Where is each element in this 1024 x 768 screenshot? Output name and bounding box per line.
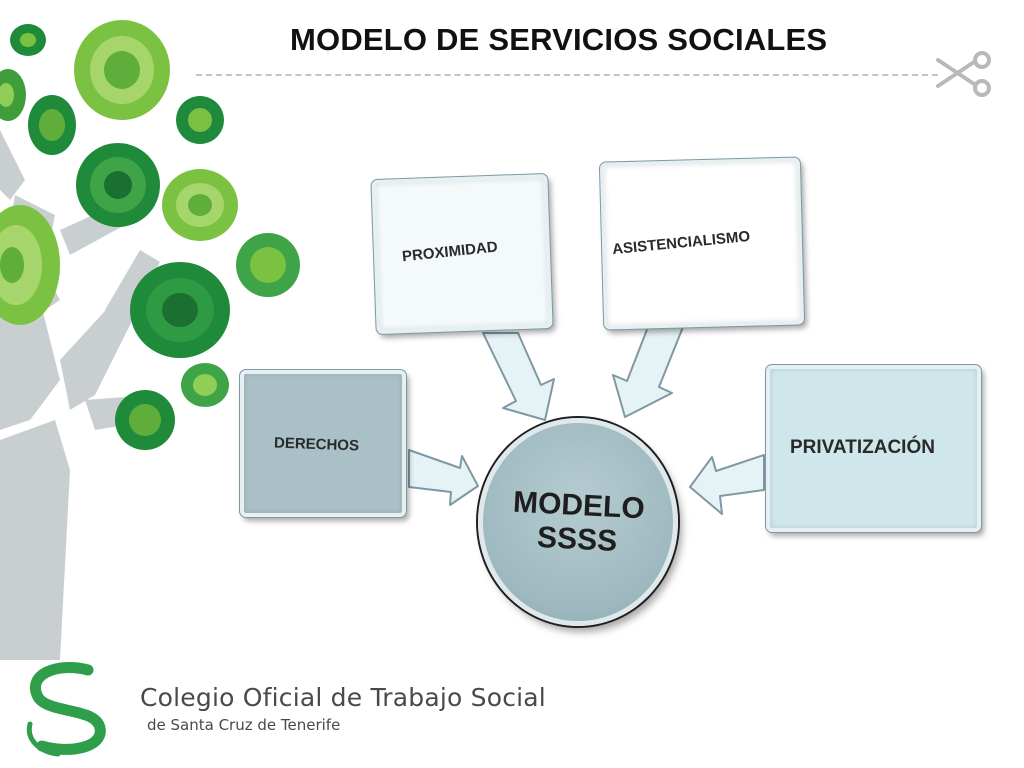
node-privatizacion: PRIVATIZACIÓN bbox=[766, 365, 981, 532]
arrow-privatizacion bbox=[689, 454, 765, 515]
node-asistencialismo: ASISTENCIALISMO bbox=[599, 157, 805, 330]
logo-name: Colegio Oficial de Trabajo Social bbox=[140, 683, 546, 712]
scissors-icon bbox=[936, 51, 991, 97]
tree-decoration bbox=[0, 20, 300, 660]
node-label: DERECHOS bbox=[273, 434, 360, 455]
arrow-proximidad bbox=[482, 332, 555, 421]
node-label: PRIVATIZACIÓN bbox=[790, 437, 935, 458]
node-derechos: DERECHOS bbox=[240, 370, 406, 517]
arrow-asistencialismo bbox=[612, 326, 684, 418]
node-label: ASISTENCIALISMO bbox=[611, 227, 751, 259]
page-title: MODELO DE SERVICIOS SOCIALES bbox=[290, 22, 828, 57]
arrow-derechos bbox=[408, 449, 479, 506]
center-node: MODELO SSSS bbox=[478, 418, 678, 626]
logo-s-icon bbox=[26, 662, 106, 757]
title-divider bbox=[196, 74, 938, 76]
node-label: PROXIMIDAD bbox=[401, 238, 499, 266]
logo-location: de Santa Cruz de Tenerife bbox=[147, 716, 341, 734]
node-proximidad: PROXIMIDAD bbox=[371, 173, 553, 335]
